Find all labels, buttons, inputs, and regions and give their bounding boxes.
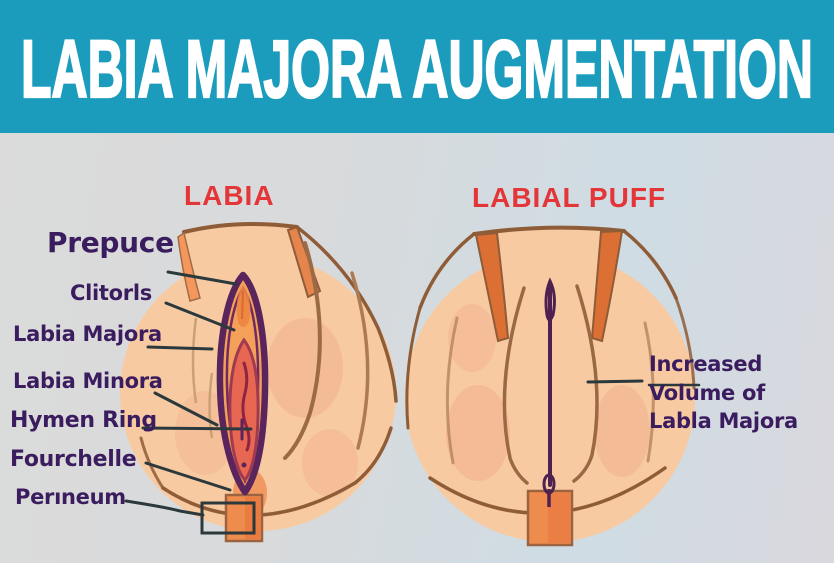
left-blush-1 <box>267 318 343 418</box>
left-blush-3 <box>302 429 358 497</box>
left-fold-left <box>177 231 201 302</box>
anatomy-illustration <box>120 221 701 547</box>
label-labia-minora: Labia Minora <box>13 369 163 393</box>
right-crease-inner-right <box>572 284 599 483</box>
right-top-outline <box>472 225 626 236</box>
right-mons-top <box>474 227 624 285</box>
vulva-dot <box>241 462 247 468</box>
annotation-line-3: Labla Majora <box>649 409 798 433</box>
leader-perineum <box>124 499 205 517</box>
leader-labia-majora <box>146 345 214 351</box>
clitoris-crease <box>241 290 244 320</box>
header-title-art: LABIA MAJORA AUGMENTATION <box>20 23 814 117</box>
left-crease-2 <box>350 271 370 450</box>
right-edge-topright <box>622 229 678 300</box>
right-diagram-title: LABIAL PUFF <box>472 182 667 213</box>
label-fourchelle: Fourchelle <box>10 447 137 472</box>
annotation-line-2: Volume of <box>649 380 765 405</box>
label-perineum: Perıneum <box>15 485 126 509</box>
leader-labia-minora <box>153 391 219 427</box>
right-crease-outer-left <box>445 316 459 465</box>
left-mons-top <box>180 223 322 288</box>
right-edge-topleft <box>418 232 476 310</box>
annotation-increased-volume: Increased Volume of Labla Majora <box>649 350 798 436</box>
left-edge-bottom <box>161 426 393 518</box>
left-crease-1 <box>283 241 322 460</box>
right-blush-3 <box>448 304 496 372</box>
left-edge-right <box>295 225 398 403</box>
right-edge-right <box>674 296 696 390</box>
right-edge-left <box>405 306 422 430</box>
right-blush-2 <box>594 385 650 477</box>
right-wedge-left <box>474 231 510 343</box>
right-slit-top-loop <box>544 277 556 322</box>
left-vulva-illustration <box>120 221 398 543</box>
leader-lines <box>124 270 701 535</box>
right-vulva-illustration <box>405 225 696 547</box>
leader-fourchelle <box>144 461 232 492</box>
left-crease-4 <box>208 372 214 439</box>
diagram-area: LABIA LABIAL PUFF Prepuce Clitorls Labia… <box>0 133 834 563</box>
left-diagram-title: LABIA <box>184 180 275 211</box>
annotation-line-1: Increased <box>649 352 763 376</box>
leader-prepuce <box>166 270 238 286</box>
right-blush-1 <box>446 385 510 481</box>
header-banner: LABIA MAJORA AUGMENTATION <box>0 0 834 133</box>
label-labia-majora: Labia Majora <box>13 322 162 346</box>
leader-hymen-ring <box>141 426 253 431</box>
clitoris-glans <box>236 285 251 327</box>
right-crease-inner-left <box>502 286 529 485</box>
right-perineum-tab-shade <box>548 493 570 543</box>
left-top-outline <box>182 221 299 234</box>
right-crease-outer-right <box>643 321 655 463</box>
leader-perineum-box <box>200 501 256 535</box>
leader-increased-volume-1 <box>586 379 644 384</box>
leader-clitoris <box>164 301 236 332</box>
label-hymen-ring: Hymen Ring <box>10 408 157 433</box>
page-title: LABIA MAJORA AUGMENTATION <box>21 24 813 115</box>
label-clitoris: Clitorls <box>70 281 152 305</box>
label-prepuce: Prepuce <box>47 226 174 259</box>
left-crease-3 <box>191 317 198 404</box>
hymen-squiggle <box>241 361 251 452</box>
